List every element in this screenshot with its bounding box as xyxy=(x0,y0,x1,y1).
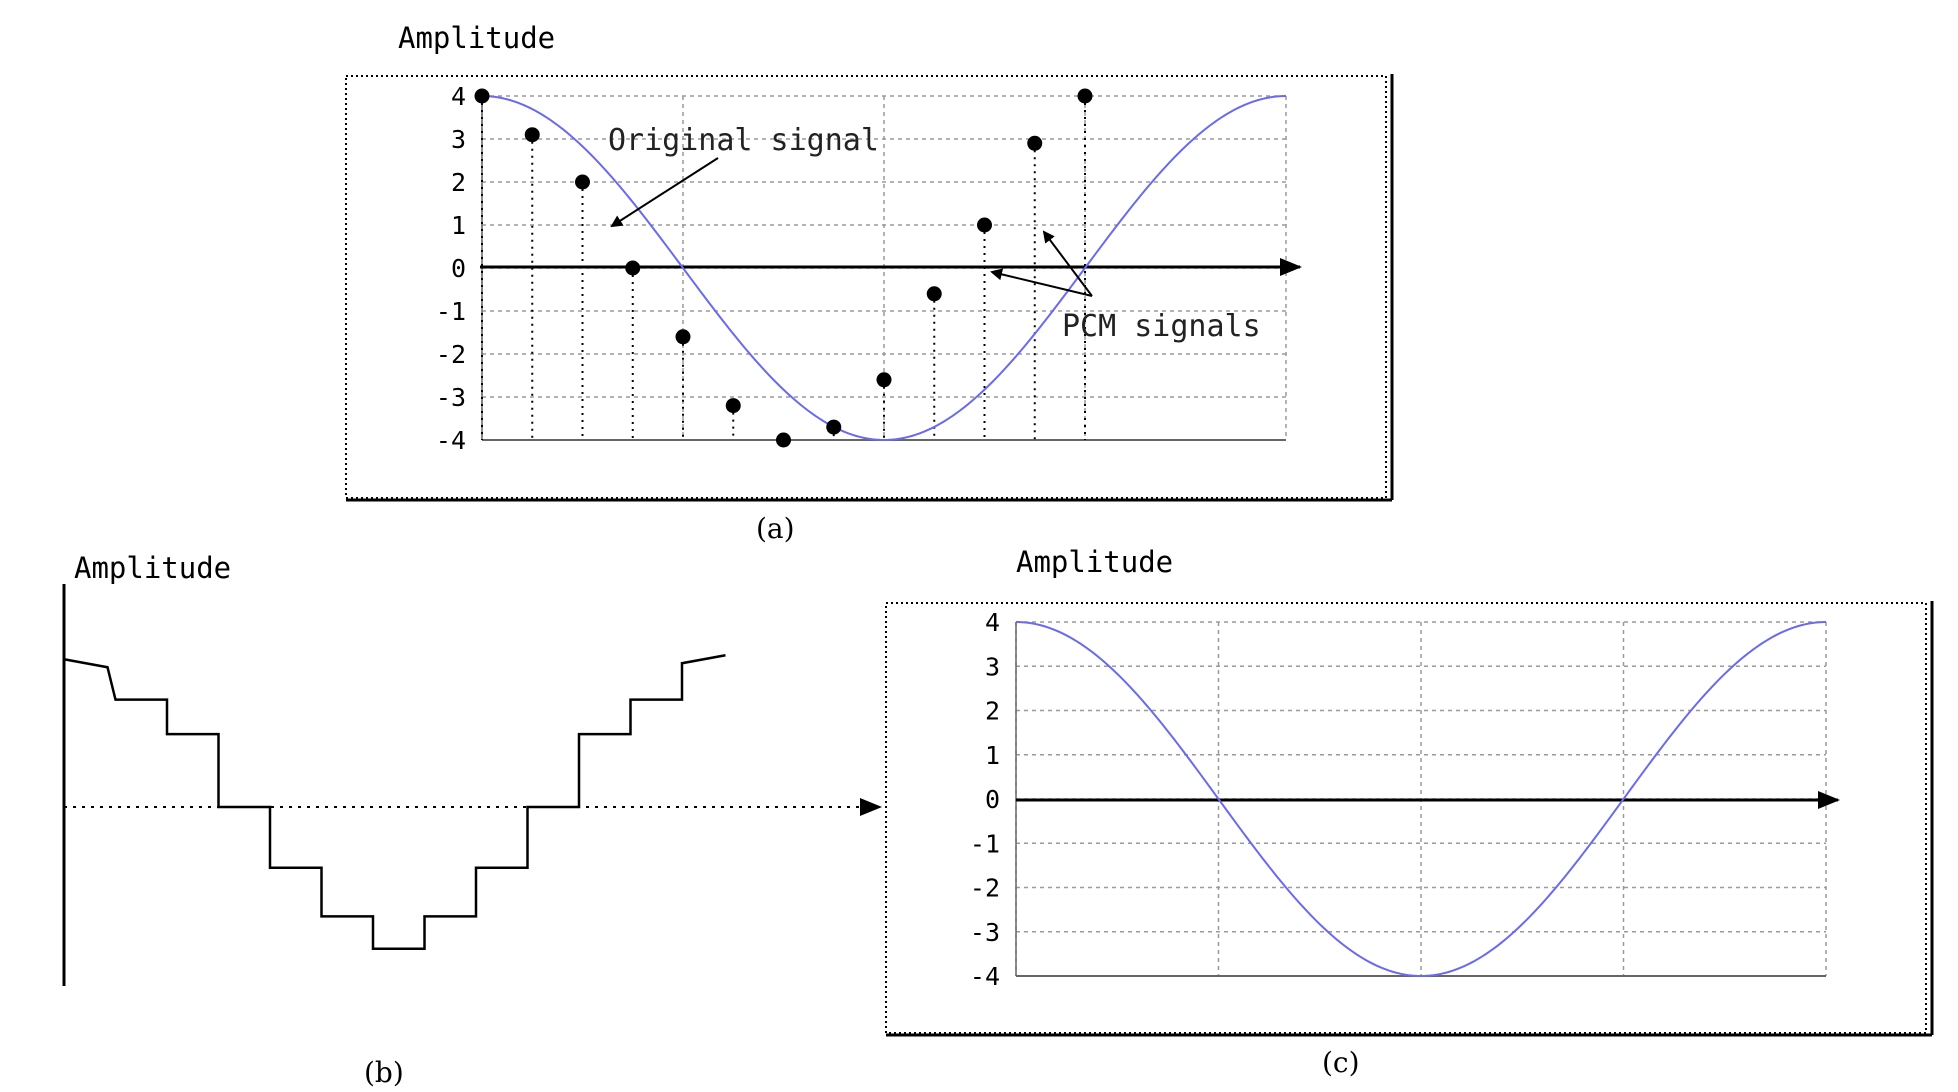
panel-a-original-curve xyxy=(481,95,1287,442)
a-ytick-label: -3 xyxy=(436,383,466,412)
annotation-pcm-arrow-2 xyxy=(1042,230,1093,297)
a-sample-point xyxy=(524,127,540,143)
c-ytick-label: 1 xyxy=(985,741,1000,770)
c-ytick-label: -4 xyxy=(970,962,1000,991)
annotation-original-signal: Original signal xyxy=(608,123,879,158)
a-sample-point xyxy=(575,174,590,190)
panel-a-ylabel: Amplitude xyxy=(398,21,555,55)
panel-b-ylabel: Amplitude xyxy=(74,551,231,585)
panel-c-frame xyxy=(885,602,1927,1034)
c-ytick-label: 2 xyxy=(985,697,1000,726)
a-ytick-label: 1 xyxy=(451,211,466,240)
panel-a-pcm-samples xyxy=(474,88,1093,448)
c-ytick-label: -1 xyxy=(970,829,1000,858)
a-ytick-label: -2 xyxy=(436,340,466,369)
annotation-pcm-arrow-1 xyxy=(990,268,1093,297)
a-sample-point xyxy=(474,88,490,104)
c-ytick-label: -2 xyxy=(970,874,1000,903)
panel-a-sample-droplines xyxy=(481,96,1086,440)
panel-c: Amplitude 4 3 2 1 0 -1 -2 -3 -4 (c) xyxy=(885,545,1934,1079)
panel-a-frame xyxy=(345,75,1387,499)
a-sample-point xyxy=(977,217,992,233)
a-sample-point xyxy=(826,419,842,435)
panel-a-caption: (a) xyxy=(756,512,795,545)
panel-c-caption: (c) xyxy=(1322,1046,1360,1079)
annotation-original-arrow xyxy=(610,157,719,228)
panel-b: Amplitude (b) xyxy=(62,551,882,1089)
panel-b-staircase xyxy=(63,653,726,950)
a-sample-point xyxy=(776,432,791,448)
panel-a-yticks: 4 3 2 1 0 -1 -2 -3 -4 xyxy=(436,82,466,455)
a-sample-point xyxy=(1077,88,1093,104)
a-ytick-label: 3 xyxy=(451,125,466,154)
c-ytick-label: 3 xyxy=(985,652,1000,681)
c-ytick-label: -3 xyxy=(970,918,1000,947)
c-ytick-label: 0 xyxy=(985,785,1000,814)
a-ytick-label: 4 xyxy=(451,82,466,111)
a-sample-point xyxy=(1027,135,1043,151)
c-ytick-label: 4 xyxy=(985,608,1000,637)
a-sample-point xyxy=(625,260,641,276)
a-sample-point xyxy=(876,372,892,388)
panel-b-caption: (b) xyxy=(364,1056,404,1089)
a-sample-point xyxy=(926,286,942,302)
annotation-pcm-signals: PCM signals xyxy=(1062,309,1261,344)
panel-c-yticks: 4 3 2 1 0 -1 -2 -3 -4 xyxy=(970,608,1000,991)
a-ytick-label: -4 xyxy=(436,426,466,455)
a-ytick-label: 0 xyxy=(451,254,466,283)
panel-c-reconstructed-curve xyxy=(1015,621,1827,978)
a-ytick-label: -1 xyxy=(436,297,466,326)
a-ytick-label: 2 xyxy=(451,168,466,197)
panel-c-ylabel: Amplitude xyxy=(1016,545,1173,579)
a-sample-point xyxy=(725,398,741,414)
a-sample-point xyxy=(675,329,691,345)
